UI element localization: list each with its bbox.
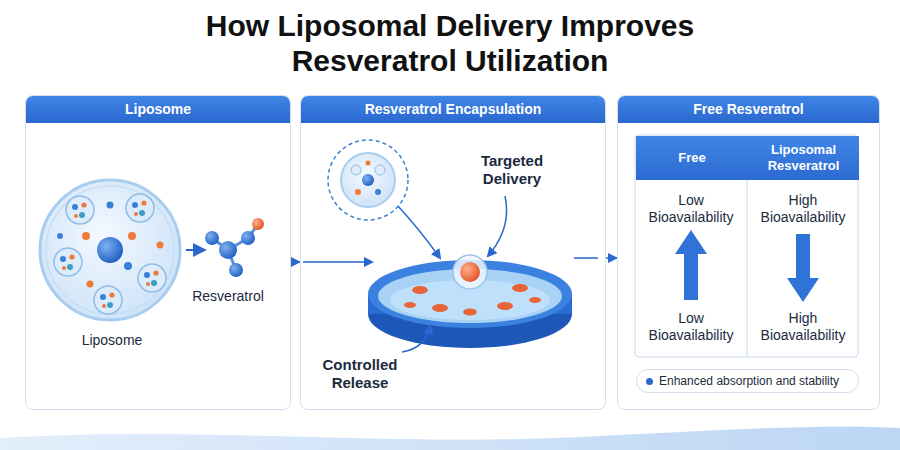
flow-arrow — [291, 261, 300, 263]
panel: Free ResveratrolFree Liposomal Resveratro… — [617, 95, 880, 410]
table-header-cell: Liposomal Resveratrol — [748, 136, 859, 180]
node-text: Free Resveratrol — [618, 96, 879, 123]
label: Low Bioavailability — [641, 310, 741, 344]
node-text: Enhanced absorption and stability — [659, 374, 839, 388]
label: Controlled Release — [315, 356, 405, 392]
node-text: Liposome — [26, 96, 290, 123]
note-pill: Enhanced absorption and stability — [636, 369, 859, 393]
label: Targeted Delivery — [467, 152, 557, 188]
node-text: Free — [678, 150, 705, 166]
flow-arrow — [606, 257, 617, 259]
panel: Liposome — [25, 95, 291, 410]
node-text: Liposomal Resveratrol — [754, 142, 853, 173]
label: High Bioavailability — [753, 192, 853, 226]
label: High Bioavailability — [753, 310, 853, 344]
node-text: Resveratrol Encapsulation — [301, 96, 605, 123]
label: Low Bioavailability — [641, 192, 741, 226]
label: Resveratrol — [192, 288, 264, 305]
label: Liposome — [82, 332, 143, 349]
diagram-title: How Liposomal Delivery Improves Resverat… — [120, 8, 780, 78]
table-header-cell: Free — [636, 136, 748, 180]
